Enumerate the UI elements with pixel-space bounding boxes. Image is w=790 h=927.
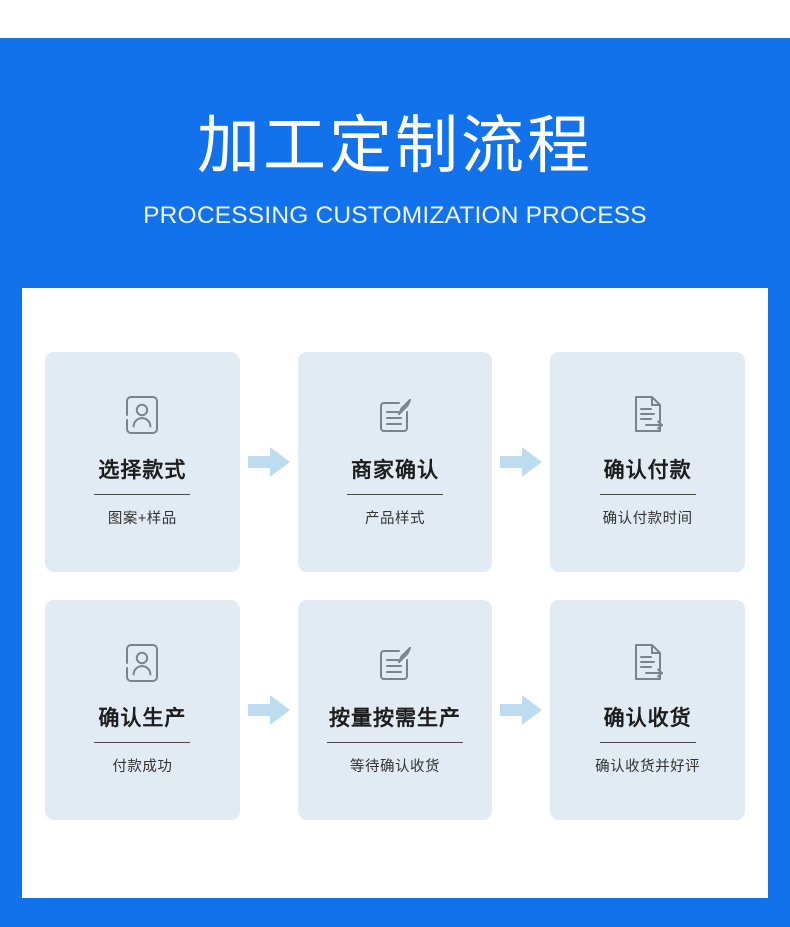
- person-card-icon: [122, 393, 162, 437]
- step-subtitle: 确认付款时间: [602, 511, 693, 528]
- process-step-card[interactable]: 选择款式 图案+样品: [45, 352, 240, 572]
- process-step-card[interactable]: 确认付款 确认付款时间: [550, 352, 746, 572]
- page-header: 加工定制流程 PROCESSING CUSTOMIZATION PROCESS: [0, 38, 790, 288]
- edit-document-icon: [375, 641, 415, 685]
- step-divider: [94, 494, 191, 496]
- step-title: 选择款式: [98, 459, 187, 482]
- process-step-card[interactable]: 商家确认 产品样式: [297, 352, 493, 572]
- step-subtitle: 付款成功: [112, 759, 173, 776]
- process-flow-grid: 选择款式 图案+样品: [45, 352, 746, 820]
- arrow-right-icon: [246, 445, 292, 479]
- step-subtitle: 确认收货并好评: [595, 759, 701, 776]
- step-divider: [327, 742, 463, 744]
- step-divider: [347, 494, 443, 496]
- process-step-card[interactable]: 确认收货 确认收货并好评: [550, 600, 746, 820]
- step-divider: [599, 494, 696, 496]
- step-title: 按量按需生产: [329, 707, 461, 730]
- arrow-right-icon: [498, 693, 544, 727]
- document-send-icon: [628, 393, 668, 437]
- step-subtitle: 等待确认收货: [350, 759, 440, 776]
- step-divider: [94, 742, 191, 744]
- process-row: 确认生产 付款成功: [45, 600, 746, 820]
- content-panel: 选择款式 图案+样品: [22, 288, 768, 898]
- step-title: 确认生产: [98, 707, 187, 730]
- process-row: 选择款式 图案+样品: [45, 352, 746, 572]
- page-subtitle: PROCESSING CUSTOMIZATION PROCESS: [143, 202, 647, 230]
- arrow-right-icon: [246, 693, 292, 727]
- step-title: 确认收货: [603, 707, 692, 730]
- step-divider: [599, 742, 696, 744]
- step-subtitle: 产品样式: [365, 511, 425, 528]
- process-step-card[interactable]: 按量按需生产 等待确认收货: [297, 600, 493, 820]
- page-title: 加工定制流程: [197, 111, 593, 182]
- document-send-icon: [628, 641, 668, 685]
- step-title: 商家确认: [351, 459, 439, 482]
- step-title: 确认付款: [603, 459, 692, 482]
- person-card-icon: [122, 641, 162, 685]
- process-step-card[interactable]: 确认生产 付款成功: [45, 600, 240, 820]
- arrow-right-icon: [498, 445, 544, 479]
- edit-document-icon: [375, 393, 415, 437]
- step-subtitle: 图案+样品: [107, 511, 177, 528]
